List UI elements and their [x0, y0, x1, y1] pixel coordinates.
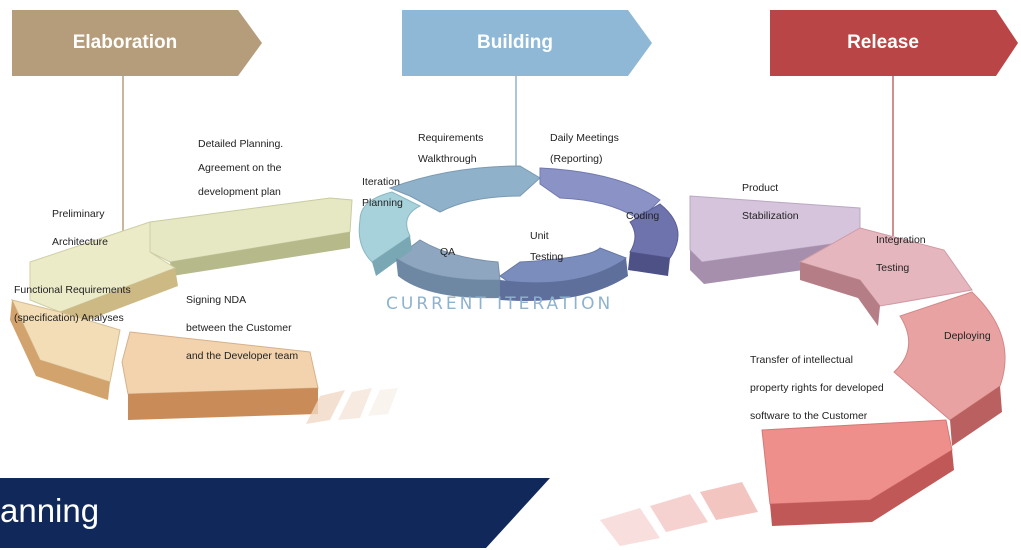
- label-qa: QA: [440, 246, 456, 258]
- segment-iteration-planning: [358, 191, 422, 263]
- label-product-stabilization: Product Stabilization: [742, 182, 799, 222]
- elaboration-phase-label: Elaboration: [72, 32, 178, 53]
- label-signing-nda: Signing NDA between the Customer and the…: [186, 294, 299, 362]
- building-phase-header: Building: [402, 10, 628, 76]
- label-requirements-walkthrough: Requirements Walkthrough: [418, 132, 484, 165]
- label-functional-requirements: Functional Requirements (specification) …: [14, 284, 131, 324]
- elaboration-stem: [122, 76, 124, 236]
- segment-transfer-ip: [761, 419, 953, 505]
- label-integration-testing: Integration Testing: [876, 234, 926, 274]
- label-iteration-planning: Iteration Planning: [362, 176, 403, 209]
- release-arrow-tip: [996, 10, 1018, 76]
- elaboration-arrow-tip: [238, 10, 262, 76]
- label-coding: Coding: [626, 210, 660, 222]
- iteration-ring: [358, 165, 679, 301]
- building-arrow-tip: [628, 10, 652, 76]
- banner-title: anning: [0, 492, 100, 529]
- release-phase-label: Release: [847, 32, 919, 53]
- release-phase-header: Release: [770, 10, 996, 76]
- current-iteration-label: CURRENT ITERATION: [386, 294, 614, 314]
- label-unit-testing: Unit Testing: [530, 230, 564, 263]
- label-deploying: Deploying: [944, 330, 991, 342]
- elaboration-spiral: [10, 197, 398, 424]
- building-phase-label: Building: [477, 32, 553, 53]
- release-stem: [892, 76, 894, 236]
- building-stem: [515, 76, 517, 172]
- release-spiral: [600, 195, 1006, 546]
- planning-banner: [0, 478, 550, 548]
- elaboration-phase-header: Elaboration: [12, 10, 238, 76]
- label-daily-meetings: Daily Meetings (Reporting): [550, 132, 619, 165]
- label-detailed-planning: Detailed Planning. Agreement on the deve…: [198, 138, 284, 198]
- label-transfer-ip: Transfer of intellectual property rights…: [750, 354, 884, 422]
- label-preliminary-architecture: Preliminary Architecture: [52, 208, 109, 248]
